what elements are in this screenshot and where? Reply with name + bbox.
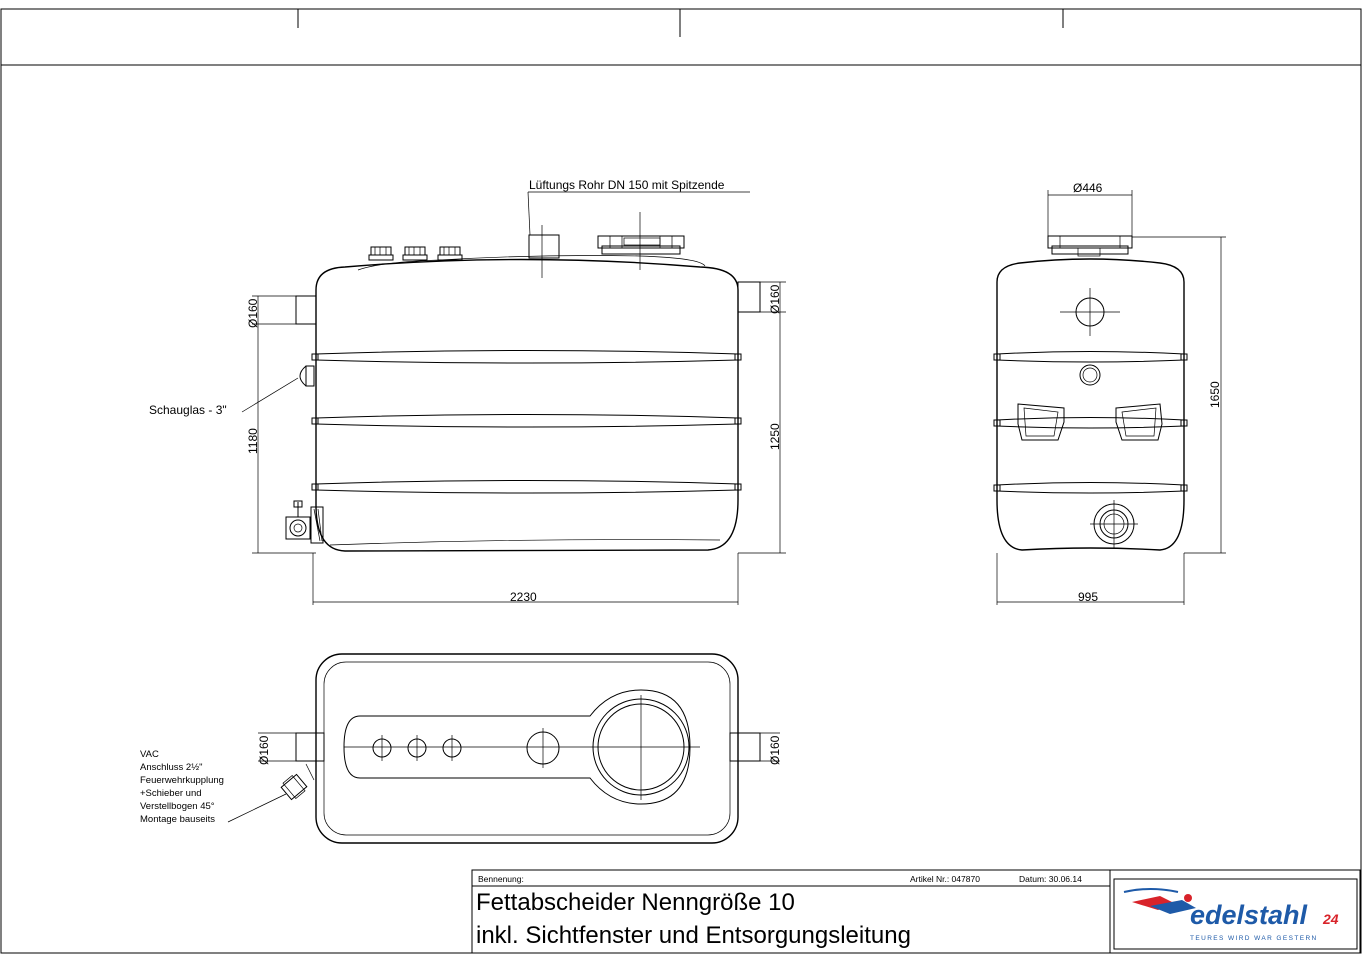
tank-ribs xyxy=(311,350,742,494)
svg-text:Anschluss 2½": Anschluss 2½" xyxy=(140,762,203,773)
svg-text:VAC: VAC xyxy=(140,749,159,760)
dim-d160-front-left: Ø160 xyxy=(246,298,260,328)
drain-valve xyxy=(285,500,324,544)
front-dimensions xyxy=(252,281,786,605)
dim-1250: 1250 xyxy=(768,423,782,450)
svg-text:+Schieber und: +Schieber und xyxy=(140,788,202,799)
dim-d160-top-right: Ø160 xyxy=(768,735,782,765)
drawing-title-line1: Fettabscheider Nenngröße 10 xyxy=(476,889,795,916)
top-caps xyxy=(368,246,463,261)
artikel-number: Artikel Nr.: 047870 xyxy=(910,874,980,884)
logo-tagline: TEURES WIRD WAR GESTERN xyxy=(1190,935,1318,942)
dim-d446: Ø446 xyxy=(1073,181,1103,195)
svg-text:Verstellbogen 45°: Verstellbogen 45° xyxy=(140,801,215,812)
side-view: Ø446 1650 995 xyxy=(993,181,1226,605)
logo-text: edelstahl xyxy=(1190,900,1308,930)
bennenung-label: Bennenung: xyxy=(478,874,524,884)
vac-fitting xyxy=(280,773,308,801)
tank-outline-top xyxy=(315,653,739,844)
manhole-lid-front xyxy=(597,212,685,270)
dim-1650: 1650 xyxy=(1208,381,1222,408)
sight-glass xyxy=(299,365,315,387)
tank-body-side xyxy=(996,258,1185,551)
vent-pipe xyxy=(528,234,560,259)
title-block: Bennenung: Artikel Nr.: 047870 Datum: 30… xyxy=(471,869,1361,954)
svg-text:Feuerwehrkupplung: Feuerwehrkupplung xyxy=(140,775,224,786)
front-view: Ø160 1180 Ø160 1250 2230 Schauglas - 3" … xyxy=(149,178,786,605)
datum: Datum: 30.06.14 xyxy=(1019,874,1082,884)
side-handle-left xyxy=(1017,403,1065,441)
dim-d160-front-right: Ø160 xyxy=(768,284,782,314)
dim-1180: 1180 xyxy=(246,428,260,454)
vac-label: VAC Anschluss 2½" Feuerwehrkupplung +Sch… xyxy=(140,749,224,825)
sight-glass-label: Schauglas - 3" xyxy=(149,403,227,417)
dim-d160-top-left: Ø160 xyxy=(257,735,271,765)
outlet-pipe xyxy=(737,281,761,313)
top-view: Ø160 Ø160 VAC Anschluss 2½" Feuerwehrkup… xyxy=(140,653,782,844)
logo-suffix: 24 xyxy=(1322,911,1339,927)
edelstahl24-logo: edelstahl 24 TEURES WIRD WAR GESTERN xyxy=(1123,888,1339,942)
dim-995: 995 xyxy=(1078,590,1098,604)
side-handle-right xyxy=(1115,403,1163,441)
inlet-pipe xyxy=(295,295,317,325)
vent-pipe-label: Lüftungs Rohr DN 150 mit Spitzende xyxy=(529,178,725,192)
svg-text:Montage bauseits: Montage bauseits xyxy=(140,814,215,825)
tank-body-front xyxy=(315,258,739,552)
manhole-lid-side xyxy=(1047,235,1133,257)
dim-2230: 2230 xyxy=(510,590,537,604)
drawing-title-line2: inkl. Sichtfenster und Entsorgungsleitun… xyxy=(476,922,911,949)
